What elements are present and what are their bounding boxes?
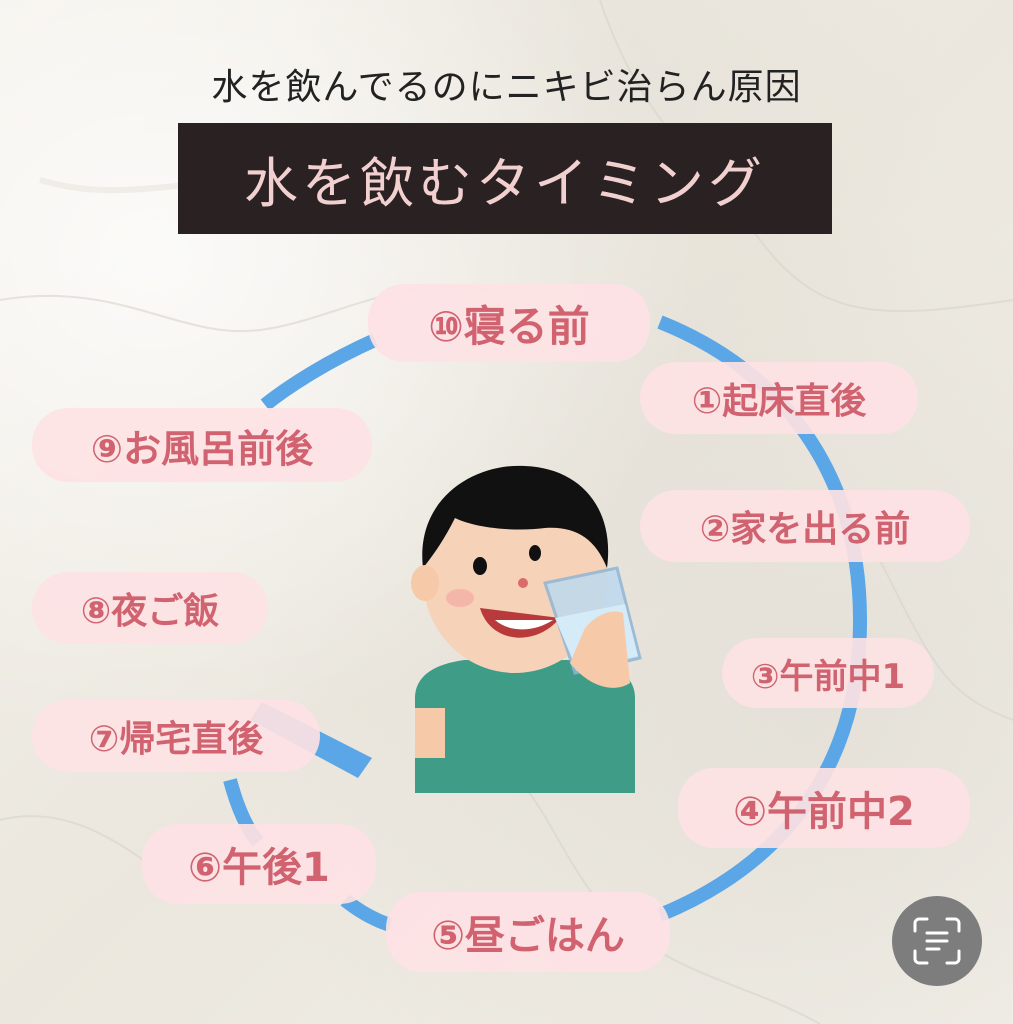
scan-text-button[interactable] (892, 896, 982, 986)
timing-label-7: ⑦帰宅直後 (32, 700, 320, 772)
ring-arc-bottom (340, 894, 393, 932)
timing-label-10: ⑩寝る前 (368, 284, 650, 362)
timing-label-2: ②家を出る前 (640, 490, 970, 562)
timing-label-4: ④午前中2 (678, 768, 970, 848)
timing-label-5: ⑤昼ごはん (386, 892, 670, 972)
timing-label-3: ③午前中1 (722, 638, 934, 708)
timing-label-8: ⑧夜ご飯 (32, 572, 268, 644)
subtitle: 水を飲んでるのにニキビ治らん原因 (211, 67, 802, 108)
boy-drinking-water-illustration (411, 465, 642, 793)
page-title: 水を飲むタイミング (244, 152, 766, 215)
ring-arc-left-upper (260, 333, 378, 411)
title-banner: 水を飲むタイミング (178, 123, 832, 234)
timing-label-6: ⑥午後1 (142, 824, 376, 904)
scan-text-icon (913, 917, 961, 965)
timing-label-1: ①起床直後 (640, 362, 918, 434)
timing-label-9: ⑨お風呂前後 (32, 408, 372, 482)
